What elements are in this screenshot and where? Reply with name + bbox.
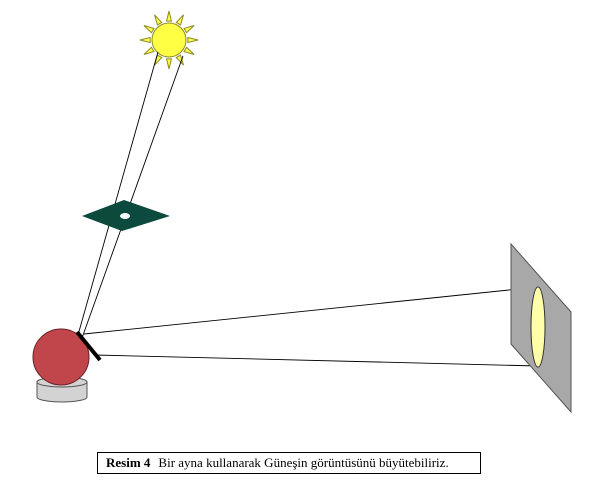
sun-image	[530, 286, 546, 368]
sun-ray-spike	[143, 25, 155, 34]
pinhole	[120, 213, 130, 219]
sun-ray-spike	[175, 14, 184, 26]
screen	[510, 242, 572, 414]
sun-ray-spike	[187, 36, 199, 44]
reflected-ray-bottom	[94, 354, 539, 367]
incoming-ray-left	[77, 51, 159, 336]
sun-ray-spike	[143, 46, 155, 55]
caption-text: Bir ayna kullanarak Güneşin görüntüsünü …	[158, 455, 449, 470]
mirror	[75, 330, 102, 362]
optics-diagram	[32, 10, 572, 414]
incoming-ray-right	[81, 55, 184, 339]
sun-ray-spike	[139, 36, 151, 44]
pinhole-card	[82, 200, 170, 231]
reflected-rays	[83, 286, 539, 367]
sun-ray-spike	[183, 25, 195, 34]
red-ball	[32, 328, 90, 386]
reflected-ray-top	[83, 286, 539, 335]
sun-ray-spike	[165, 58, 173, 70]
sun-ray-spike	[175, 54, 184, 66]
sun-ray-spike	[165, 10, 173, 22]
figure-caption: Resim 4 Bir ayna kullanarak Güneşin görü…	[97, 452, 481, 474]
caption-label: Resim 4	[106, 455, 151, 470]
incoming-rays	[77, 51, 184, 339]
sun-ray-spike	[154, 14, 163, 26]
sun-ray-spike	[183, 46, 195, 55]
sun-icon	[139, 10, 199, 70]
